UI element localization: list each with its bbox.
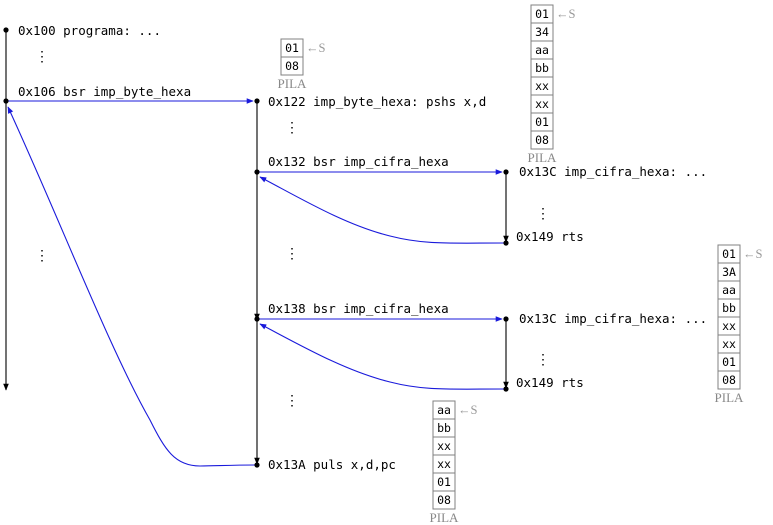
ellipsis-vertical: ⋮ [35, 49, 49, 65]
stack-cell-value: 01 [437, 475, 451, 489]
node-dot [503, 316, 509, 322]
stack-cell-value: 01 [722, 247, 736, 261]
stack-cell-value: xx [722, 319, 736, 333]
stack-pila-1: 01 08 ←S PILA [278, 38, 326, 91]
node-dot [3, 98, 9, 104]
stack-cell-value: 01 [722, 355, 736, 369]
node-dot [254, 316, 260, 322]
stack-title-label: PILA [278, 76, 308, 91]
stack-pointer-label: ←S [306, 41, 326, 55]
node-dot [503, 240, 509, 246]
code-line-0x13a: 0x13A puls x,d,pc [268, 457, 396, 472]
stack-cell-box [530, 130, 554, 150]
stack-pointer-label: ←S [743, 247, 763, 261]
code-line-0x149-second: 0x149 rts [516, 375, 584, 390]
stack-cell-value: aa [437, 403, 451, 417]
code-line-0x138: 0x138 bsr imp_cifra_hexa [268, 301, 449, 316]
stack-pointer-label: ←S [556, 7, 576, 21]
stack-cell-value: bb [535, 61, 549, 75]
stack-cell-value: 01 [535, 7, 549, 21]
stack-title-label: PILA [715, 390, 745, 405]
stack-cell-value: 08 [437, 493, 451, 507]
node-dot [254, 169, 260, 175]
stack-title-label: PILA [528, 150, 558, 165]
ellipsis-vertical: ⋮ [536, 352, 550, 368]
stack-cell-value: xx [722, 337, 736, 351]
stack-cell-value: 01 [285, 41, 299, 55]
ellipsis-vertical: ⋮ [285, 393, 299, 409]
node-dot [503, 386, 509, 392]
node-dot [3, 27, 9, 33]
stack-cell-value: 08 [535, 133, 549, 147]
ellipsis-vertical: ⋮ [285, 246, 299, 262]
code-line-0x106: 0x106 bsr imp_byte_hexa [18, 84, 191, 99]
stack-cell-value: xx [535, 79, 549, 93]
stack-cell-value: 08 [285, 59, 299, 73]
code-line-0x13c-first: 0x13C imp_cifra_hexa: ... [519, 164, 707, 179]
code-line-0x13c-second: 0x13C imp_cifra_hexa: ... [519, 311, 707, 326]
code-line-0x122: 0x122 imp_byte_hexa: pshs x,d [268, 94, 486, 109]
stack-title-label: PILA [430, 510, 460, 525]
stack-cell-value: 3A [722, 265, 736, 279]
return-arrow-rts-2 [259, 323, 507, 390]
return-arrow-puls-pc [7, 106, 256, 467]
stack-pila-2: 01 34 aa bb xx xx 01 08 ←S PILA [528, 4, 576, 165]
stack-cell-box [717, 370, 741, 390]
node-dot [254, 98, 260, 104]
ellipsis-vertical: ⋮ [35, 248, 49, 264]
node-dot [254, 462, 260, 468]
stack-cell-value: 34 [535, 25, 549, 39]
stack-cell-box [432, 490, 456, 510]
stack-cell-value: bb [437, 421, 451, 435]
ellipsis-vertical: ⋮ [536, 206, 550, 222]
stack-cell-value: aa [722, 283, 736, 297]
stack-cell-value: aa [535, 43, 549, 57]
code-line-0x149-first: 0x149 rts [516, 229, 584, 244]
stack-cell-value: xx [437, 439, 451, 453]
code-line-0x132: 0x132 bsr imp_cifra_hexa [268, 154, 449, 169]
stack-cell-value: xx [535, 97, 549, 111]
stack-cell-value: 01 [535, 115, 549, 129]
stack-pila-3: 01 3A aa bb xx xx 01 08 ←S PILA [715, 244, 763, 405]
stack-cell-value: xx [437, 457, 451, 471]
code-line-0x100: 0x100 programa: ... [18, 23, 161, 38]
return-arrow-rts-1 [259, 176, 507, 244]
stack-cell-value: bb [722, 301, 736, 315]
stack-pointer-label: ←S [458, 403, 478, 417]
ellipsis-vertical: ⋮ [285, 120, 299, 136]
node-dot [503, 169, 509, 175]
stack-pila-4: aa bb xx xx 01 08 ←S PILA [430, 400, 478, 525]
stack-cell-value: 08 [722, 373, 736, 387]
stack-cell-box [280, 56, 304, 76]
